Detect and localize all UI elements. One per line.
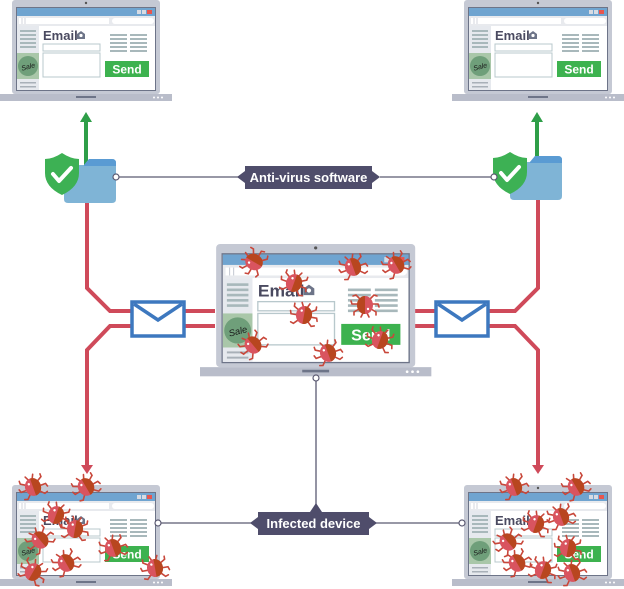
- email-heading: Email: [495, 513, 530, 528]
- infection-arrow-bottom-right: [532, 465, 544, 474]
- sale-badge: Sale: [473, 547, 488, 557]
- send-button: Send: [564, 63, 593, 77]
- infection-path-top-right: [415, 200, 540, 313]
- infected-label-text: Infected device: [267, 516, 361, 531]
- email-heading: Email: [43, 28, 78, 43]
- connector-node: [458, 519, 466, 527]
- safe-arrow-left-head: [80, 112, 92, 122]
- send-button: Send: [112, 63, 141, 77]
- connector-node: [112, 173, 120, 181]
- sale-badge: Sale: [228, 324, 249, 338]
- envelope-icon: [434, 300, 490, 338]
- infected-device-label: Infected device: [250, 503, 377, 535]
- email-heading: Email: [495, 28, 530, 43]
- infection-path-bottom-left: [85, 324, 215, 466]
- infection-arrow-bottom-left: [81, 465, 93, 474]
- infection-path-top-left: [85, 200, 215, 313]
- safe-arrow-right-head: [531, 112, 543, 122]
- laptop-top-right: Email Send Sale: [451, 0, 624, 102]
- envelope-icon: [130, 300, 186, 338]
- sale-badge: Sale: [473, 62, 488, 72]
- connector-node: [312, 374, 320, 382]
- sale-badge: Sale: [21, 62, 36, 72]
- infection-path-bottom-right: [415, 324, 540, 466]
- connector-node: [154, 519, 162, 527]
- antivirus-label-text: Anti-virus software: [250, 170, 368, 185]
- laptop-top-left: Email Send Sale: [0, 0, 173, 102]
- connector-node: [490, 173, 498, 181]
- antivirus-label: Anti-virus software: [237, 166, 380, 189]
- sale-badge: Sale: [21, 547, 36, 557]
